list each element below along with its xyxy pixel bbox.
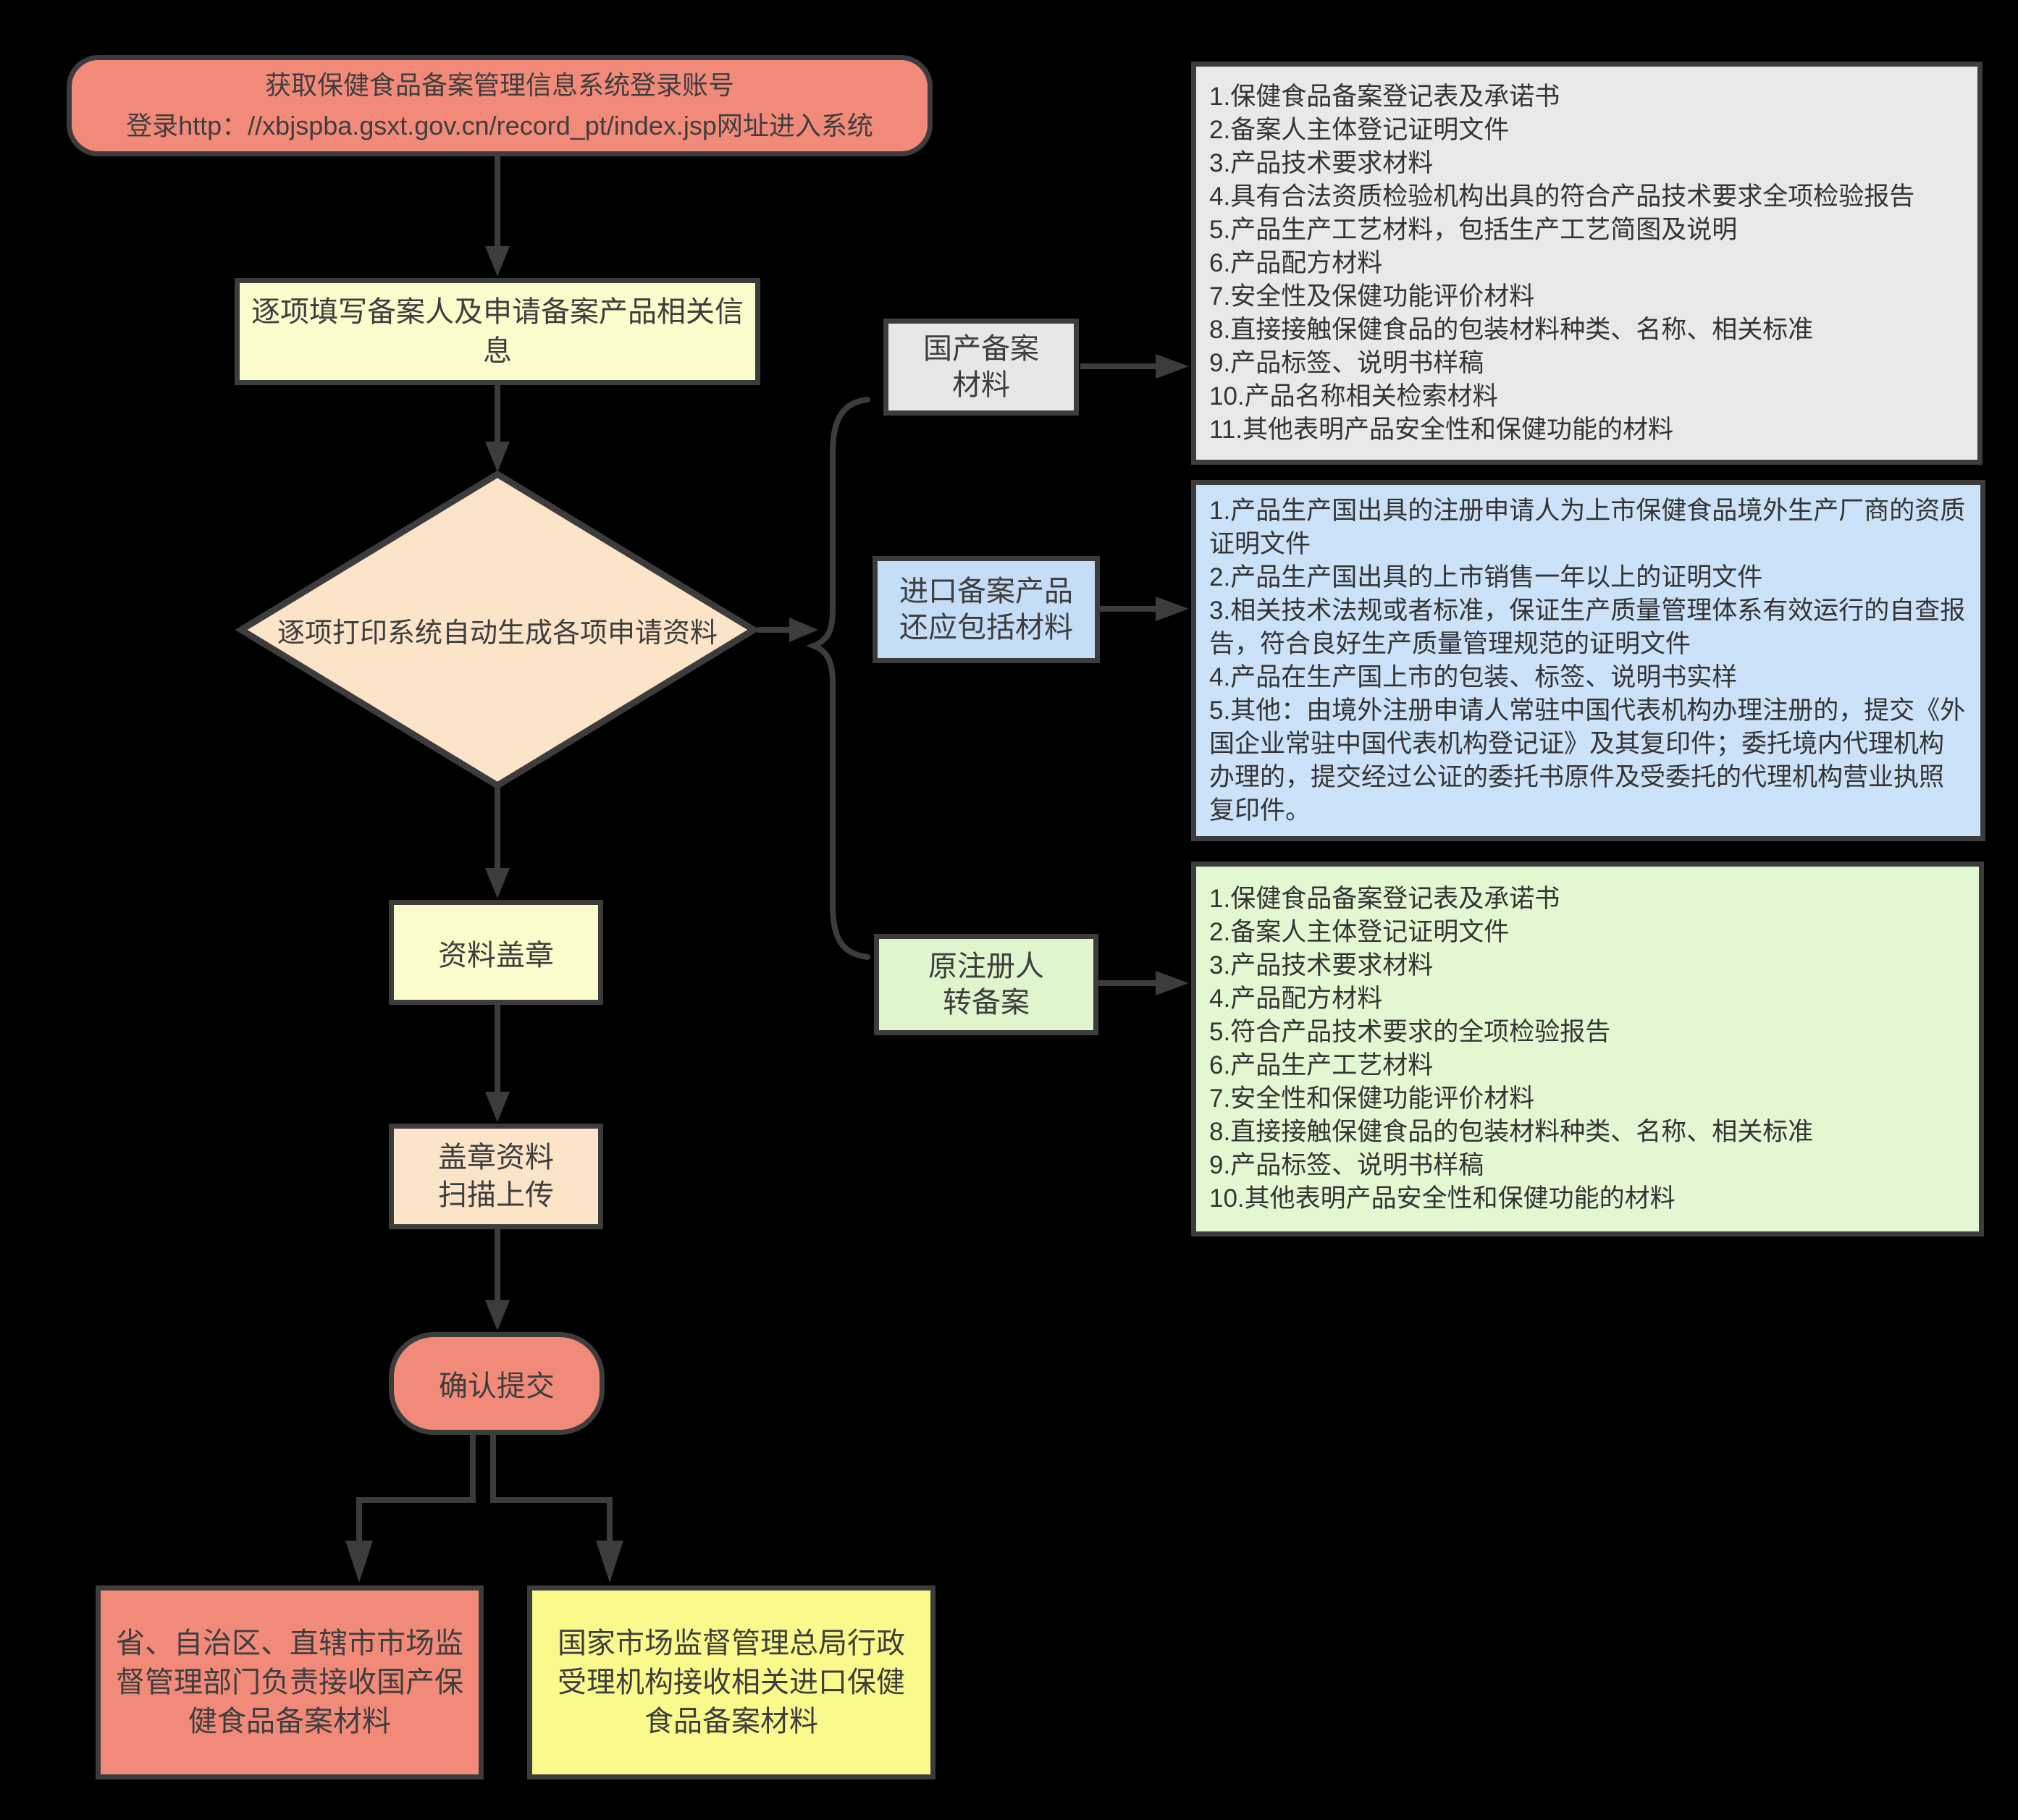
- text-line: 4.产品配方材料: [1209, 985, 1383, 1013]
- text-line: 5.符合产品技术要求的全项检验报告: [1209, 1018, 1611, 1046]
- text-line: 登录http：//xbjspba.gsxt.gov.cn/record_pt/i…: [126, 111, 873, 140]
- text-line: 3.产品技术要求材料: [1209, 951, 1434, 979]
- text-line: 9.产品标签、说明书样稿: [1209, 1151, 1484, 1179]
- text-line: 5.产品生产工艺材料，包括生产工艺简图及说明: [1209, 215, 1738, 244]
- text-line: 7.安全性和保健功能评价材料: [1209, 1084, 1535, 1113]
- branch-right-line: [490, 1435, 613, 1541]
- arrowhead-decision-to-stamp: [485, 868, 510, 898]
- curly-brace: [806, 397, 870, 960]
- text-line: 国产备案: [923, 333, 1039, 365]
- node-receive-domestic: 省、自治区、直辖市市场监督管理部门负责接收国产保健食品备案材料: [96, 1585, 484, 1779]
- node-submit: 确认提交: [389, 1332, 605, 1435]
- text-line: 2.备案人主体登记证明文件: [1209, 918, 1510, 946]
- text-line: 1.保健食品备案登记表及承诺书: [1209, 82, 1560, 111]
- text-line: 4.产品在生产国上市的包装、标签、说明书实样: [1209, 662, 1738, 691]
- arrowhead-branch-right: [596, 1541, 623, 1583]
- arrowhead-transfer: [1156, 971, 1189, 995]
- node-start: 获取保健食品备案管理信息系统登录账号登录http：//xbjspba.gsxt.…: [67, 55, 933, 156]
- text-line: 2.产品生产国出具的上市销售一年以上的证明文件: [1209, 563, 1763, 591]
- detail-transfer-materials-list: 1.保健食品备案登记表及承诺书 2.备案人主体登记证明文件 3.产品技术要求材料 4.…: [1191, 861, 1984, 1236]
- text-line: 1.产品生产国出具的注册申请人为上市保健食品境外生产厂商的资质证明文件: [1209, 496, 1966, 558]
- text-line: 8.直接接触保健食品的包装材料种类、名称、相关标准: [1209, 315, 1814, 344]
- text-line: 5.其他：由境外注册申请人常驻中国代表机构办理注册的，提交《外国企业常驻中国代表…: [1209, 696, 1966, 825]
- text-line: 进口备案产品: [899, 576, 1073, 607]
- text-line: 扫描上传: [438, 1179, 554, 1211]
- text-line: 6.产品生产工艺材料: [1209, 1051, 1434, 1079]
- node-decision-label: 逐项打印系统自动生成各项申请资料: [277, 618, 718, 649]
- node-scan-upload: 盖章资料扫描上传: [389, 1124, 603, 1229]
- text-line: 3.产品技术要求材料: [1209, 148, 1434, 177]
- decision-diamond-shape: [235, 470, 760, 790]
- label-transfer-registration: 原注册人转备案: [874, 934, 1098, 1035]
- label-import-materials: 进口备案产品还应包括材料: [873, 556, 1100, 663]
- text-line: 8.直接接触保健食品的包装材料种类、名称、相关标准: [1209, 1118, 1814, 1146]
- arrowhead-stamp-to-scan: [485, 1092, 510, 1122]
- text-line: 3.相关技术法规或者标准，保证生产质量管理体系有效运行的自查报告，符合良好生产质…: [1209, 596, 1966, 658]
- text-line: 材料: [952, 369, 1010, 401]
- text-line: 10.其他表明产品安全性和保健功能的材料: [1209, 1184, 1676, 1213]
- arrowhead-start-to-fill: [485, 246, 510, 277]
- node-stamp: 资料盖章: [389, 900, 603, 1005]
- detail-import-materials-list: 1.产品生产国出具的注册申请人为上市保健食品境外生产厂商的资质证明文件 2.产品生…: [1191, 480, 1985, 841]
- text-line: 9.产品标签、说明书样稿: [1209, 348, 1484, 377]
- text-line: 10.产品名称相关检索材料: [1209, 382, 1498, 410]
- text-line: 还应包括材料: [899, 612, 1073, 644]
- text-line: 2.备案人主体登记证明文件: [1209, 115, 1510, 144]
- text-line: 11.其他表明产品安全性和保健功能的材料: [1209, 415, 1674, 444]
- text-line: 6.产品配方材料: [1209, 248, 1383, 277]
- text-line: 盖章资料: [438, 1142, 554, 1174]
- arrowhead-branch-left: [345, 1541, 373, 1583]
- node-receive-import: 国家市场监督管理总局行政受理机构接收相关进口保健食品备案材料: [527, 1585, 936, 1779]
- text-line: 原注册人: [928, 951, 1044, 982]
- arrowhead-import: [1156, 597, 1189, 621]
- detail-domestic-materials-list: 1.保健食品备案登记表及承诺书 2.备案人主体登记证明文件 3.产品技术要求材料 4.…: [1191, 62, 1983, 465]
- text-line: 4.具有合法资质检验机构出具的符合产品技术要求全项检验报告: [1209, 182, 1915, 211]
- label-domestic-materials: 国产备案材料: [883, 319, 1079, 416]
- text-line: 7.安全性及保健功能评价材料: [1209, 282, 1535, 311]
- node-fill-info: 逐项填写备案人及申请备案产品相关信息: [235, 278, 760, 385]
- arrowhead-domestic: [1156, 354, 1189, 379]
- arrowhead-decision-to-brace: [789, 618, 818, 642]
- text-line: 转备案: [943, 987, 1030, 1019]
- arrowhead-fill-to-decision: [485, 442, 510, 472]
- arrowhead-scan-to-submit: [485, 1300, 510, 1331]
- text-line: 获取保健食品备案管理信息系统登录账号: [264, 70, 734, 100]
- text-line: 1.保健食品备案登记表及承诺书: [1209, 885, 1560, 913]
- branch-left-line: [356, 1435, 476, 1541]
